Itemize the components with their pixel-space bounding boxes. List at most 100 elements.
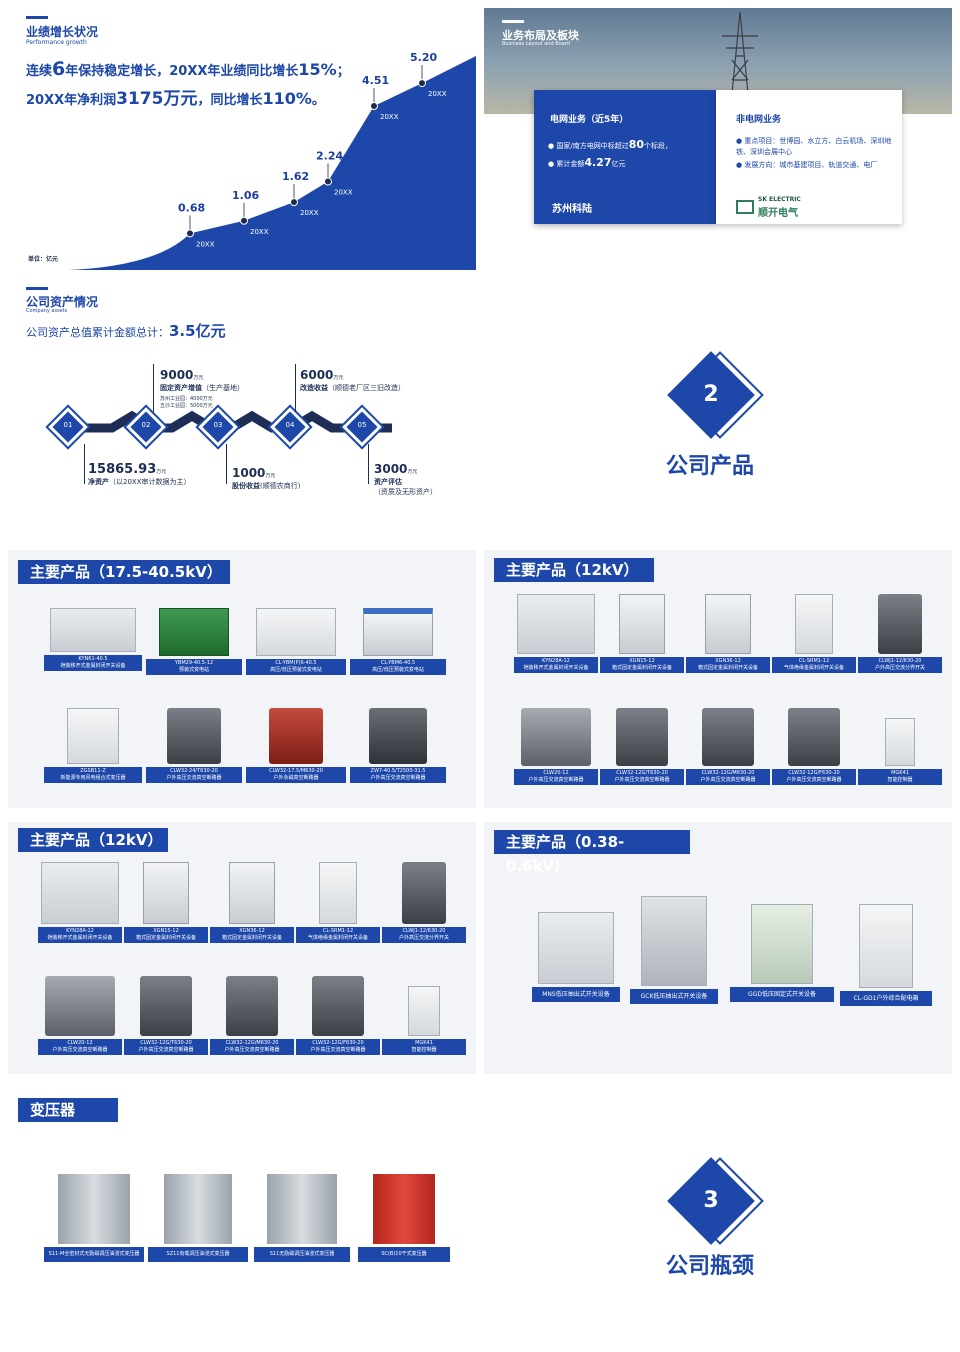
product-item: CL-SRM1-12 气体绝缘金属封闭开关设备	[772, 594, 856, 673]
category-label: 20XX	[300, 209, 319, 217]
asset-item-net: 15865.93万元 净资产（以20XX审计数据为主）	[88, 462, 191, 486]
product-item: CLW32-12G/M630-20 户外高压交流真空断路器	[210, 976, 294, 1055]
transformer-image	[373, 1174, 435, 1244]
controller-box-image	[885, 718, 915, 766]
breaker-image	[45, 976, 115, 1036]
slide-products-12kv-a: 主要产品（12kV） KYN28A-12 铠装移开式金属封闭开关设备 XGN15…	[484, 550, 952, 808]
nongrid-item-2: ● 发展方向：城市基建项目、轨道交通、电厂	[736, 161, 878, 169]
perf-subtitle: Performance growth	[26, 39, 87, 46]
breaker-image	[702, 708, 754, 766]
slide-products-40kv: 主要产品（17.5-40.5kV） KYN61-40.5 铠装移开式金属封闭开关…	[8, 550, 476, 808]
breaker-image	[226, 976, 278, 1036]
stem-1	[84, 444, 85, 484]
slide-products-12kv-b: 主要产品（12kV） KYN28A-12 铠装移开式金属封闭开关设备 XGN15…	[8, 822, 476, 1074]
asset-item-fixed: 9000万元 固定资产增值（生产基地） 苏州工业园：4000万元 五沙工业园：5…	[160, 368, 244, 409]
transformer-image	[267, 1174, 337, 1244]
product-item: CL-YBM(P)6-40.5 高压/低压预装式变电站	[246, 608, 346, 675]
substation-image	[363, 608, 433, 656]
assets-title-accent	[26, 287, 48, 290]
product-item: CL-YBM6-40.5 高压/低压预装式变电站	[350, 608, 446, 675]
product-item: XGN15-12 箱式固定金属封闭开关设备	[124, 862, 208, 943]
products-40kv-title: 主要产品（17.5-40.5kV）	[18, 560, 230, 584]
breaker-image	[788, 708, 840, 766]
switchgear-image	[795, 594, 833, 654]
product-item: MNS低压抽出式开关设备	[532, 912, 620, 1002]
slide-assets: 公司资产情况 Company assets 公司资产总值累计金额总计：3.5亿元…	[8, 280, 476, 544]
pylon-icon	[722, 11, 758, 114]
switchgear-image	[41, 862, 119, 924]
data-point	[240, 216, 248, 225]
assets-subtitle: Company assets	[26, 308, 68, 314]
category-label: 20XX	[428, 90, 447, 98]
product-item: CLWJ1-12/630-20 户外高压交流分界开关	[382, 862, 466, 943]
slide-section-2: 2 公司产品	[484, 280, 952, 544]
transformer-image	[164, 1174, 232, 1244]
data-label: 1.62	[282, 170, 309, 183]
product-item: CL-SRM1-12 气体绝缘金属封闭开关设备	[296, 862, 380, 943]
product-item: ZW7-40.5/T2500-31.5 户外高压交流真空断路器	[350, 708, 446, 783]
nongrid-business-card: 非电网业务 ● 重点项目：世博园、水立方、白云机场、深圳地铁、深圳会展中心 ● …	[716, 90, 902, 224]
sk-logo-cn: 顺开电气	[758, 208, 798, 219]
title-accent	[26, 16, 48, 19]
product-item: MGK41 智能控制器	[382, 976, 466, 1055]
grid-business-card: 电网业务（近5年） ● 国家/南方电网中标超过80个标段， ● 累计金额4.27…	[534, 90, 716, 224]
grid-title: 电网业务（近5年）	[550, 115, 629, 125]
biz-title: 业务布局及板块	[502, 29, 579, 42]
products-lowvoltage-title: 主要产品（0.38-0.6kV）	[494, 830, 690, 875]
product-item: MGK41 智能控制器	[858, 708, 942, 785]
product-item: S11无励磁调压油浸式变压器	[254, 1174, 350, 1262]
perf-line2: 20XX年净利润3175万元，同比增长110%。	[26, 89, 325, 109]
transformer-box-image	[67, 708, 119, 764]
data-label: 0.68	[178, 201, 205, 214]
product-item: CLW32-24/T630-20 户外高压交流真空断路器	[146, 708, 242, 783]
product-item: ZGSB11-Z 新能源专用风电组合式变压器	[44, 708, 142, 783]
data-label: 1.06	[232, 189, 259, 202]
product-item: KYN61-40.5 铠装移开式金属封闭开关设备	[44, 608, 142, 671]
product-item: SZ11有载调压油浸式变压器	[148, 1174, 248, 1262]
product-item: GCK低压抽出式开关设备	[630, 896, 718, 1004]
product-item: KYN28A-12 铠装移开式金属封闭开关设备	[514, 594, 598, 673]
product-item: CLW20-12 户外高压交流真空断路器	[514, 708, 598, 785]
data-label: 5.20	[410, 51, 437, 64]
asset-item-eval: 3000万元 资产评估 （资质及无形资产）	[374, 462, 437, 496]
grid-item-2: ● 累计金额4.27亿元	[548, 156, 626, 169]
growth-area	[68, 56, 476, 270]
grid-item-1: ● 国家/南方电网中标超过80个标段，	[548, 138, 673, 151]
nongrid-title: 非电网业务	[736, 115, 782, 125]
category-label: 20XX	[380, 113, 399, 121]
stem-4	[295, 364, 296, 412]
product-item: YBM29-40.5-12 预装式变电站	[146, 608, 242, 675]
biz-subtitle: Business Layout and Board	[502, 41, 570, 47]
data-point	[290, 198, 298, 207]
slide-business: 业务布局及板块 Business Layout and Board 电网业务（近…	[484, 8, 952, 272]
switchgear-image	[143, 862, 189, 924]
section-3-number: 3	[703, 1188, 719, 1213]
grid-logo: 苏州科陆	[552, 204, 592, 215]
data-label: 2.24	[316, 150, 343, 163]
breaker-image	[167, 708, 221, 764]
product-item: S11-M全密封式无励磁调压油浸式变压器	[44, 1174, 144, 1262]
product-item: CLW32-12G/M630-20 户外高压交流真空断路器	[686, 708, 770, 785]
switchgear-image	[229, 862, 275, 924]
perf-title: 业绩增长状况	[26, 25, 99, 39]
transformer-image	[58, 1174, 130, 1244]
perf-line1: 连续6年保持稳定增长，20XX年业绩同比增长15%；	[26, 58, 350, 80]
sk-logo-mark	[736, 200, 754, 214]
category-label: 20XX	[334, 189, 353, 197]
chart-unit: 单位：亿元	[28, 256, 59, 263]
product-item: CLW32-17.5/M630-20 户外永磁真空断路器	[246, 708, 346, 783]
product-item: XGN36-12 箱式固定金属封闭开关设备	[686, 594, 770, 673]
switchgear-image	[705, 594, 751, 654]
breaker-image	[269, 708, 323, 764]
slide-transformers: 变压器 S11-M全密封式无励磁调压油浸式变压器 SZ11有载调压油浸式变压器 …	[8, 1088, 476, 1344]
data-label: 4.51	[362, 74, 389, 87]
product-item: KYN28A-12 铠装移开式金属封闭开关设备	[38, 862, 122, 943]
category-label: 20XX	[196, 240, 215, 248]
asset-step-label-2: 02	[141, 421, 151, 429]
asset-step-label-1: 01	[63, 421, 73, 429]
data-point	[370, 102, 378, 111]
product-item: GGD低压固定式开关设备	[730, 904, 834, 1002]
product-item: CLW32-12G/F630-20 户外高压交流真空断路器	[296, 976, 380, 1055]
product-item: CLW32-12G/T630-20 户外高压交流真空断路器	[600, 708, 684, 785]
slide-section-3: 3 公司瓶颈	[484, 1088, 952, 1344]
